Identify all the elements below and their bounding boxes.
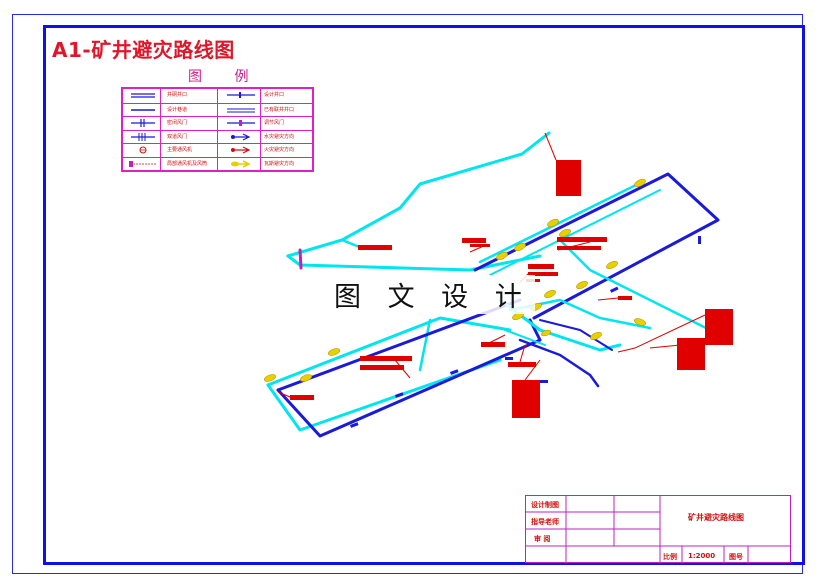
legend-label: 调节风门: [264, 120, 285, 126]
scale-value: 1:2000: [688, 552, 716, 560]
legend-label: 双道风门: [167, 133, 188, 140]
roadway-symbol-icon: [131, 108, 255, 112]
legend-row: 井硐井口 设计井口: [123, 89, 312, 103]
local-fan-symbol-icon: [129, 159, 251, 168]
drawing-name: 矿井避灾路线图: [688, 513, 744, 522]
legend-heading: 图 例: [188, 69, 263, 85]
cyan-roadway-lower: [266, 316, 512, 387]
reviewer-label: 审 阅: [534, 535, 551, 543]
fan-symbol-icon: [139, 146, 251, 154]
title-block: 设计制图 指导老师 审 阅 矿井避灾路线图 比例 1:2000 图号: [525, 495, 791, 564]
cyan-roadway-upper-branch: [286, 254, 542, 272]
legend-label: 设计井口: [264, 92, 285, 98]
legend-label: 水灾避灾方向: [264, 133, 295, 140]
legend-label: 火灾避灾方向: [264, 147, 295, 153]
legend-label: 瓦斯避灾方向: [264, 160, 295, 167]
cyan-roadway-upper: [286, 131, 551, 258]
legend-row: 主要通风机 火灾避灾方向: [123, 143, 312, 158]
legend-label: 主要通风机: [167, 147, 193, 153]
legend-label: 设计巷道: [167, 106, 188, 113]
legend-row: 密闭风门 调节风门: [123, 116, 312, 131]
legend-row: 双道风门 水灾避灾方向: [123, 129, 312, 145]
drawing-frame: [43, 25, 805, 565]
designer-label: 设计制图: [531, 501, 559, 509]
title-block-grid: [526, 496, 790, 564]
scale-label: 比例: [663, 553, 677, 561]
legend-row: 设计巷道 已有联井井口: [123, 102, 312, 118]
blue-roadway-right: [473, 172, 720, 320]
legend-label: 密闭风门: [167, 120, 188, 126]
legend-label: 井硐井口: [167, 92, 188, 98]
damper-symbol-icon: [131, 119, 255, 127]
watermark-text: 图 文 设 计: [330, 275, 535, 314]
drawing-title: A1-矿井避灾路线图: [52, 38, 235, 62]
legend-row: 局部通风机及风筒 瓦斯避灾方向: [123, 156, 312, 172]
sheet-number-label: 图号: [729, 553, 743, 561]
shaft-symbol-icon: [131, 92, 255, 98]
double-door-symbol-icon: [131, 132, 251, 141]
legend-table: 井硐井口 设计井口 设计巷道 已有联井井口 密闭风门 调节风门 双道风门 水灾避…: [121, 87, 314, 172]
advisor-label: 指导老师: [531, 518, 559, 526]
legend-label: 局部通风机及风筒: [167, 160, 208, 167]
legend-label: 已有联井井口: [264, 106, 295, 113]
blue-roadway-lower: [276, 318, 542, 438]
